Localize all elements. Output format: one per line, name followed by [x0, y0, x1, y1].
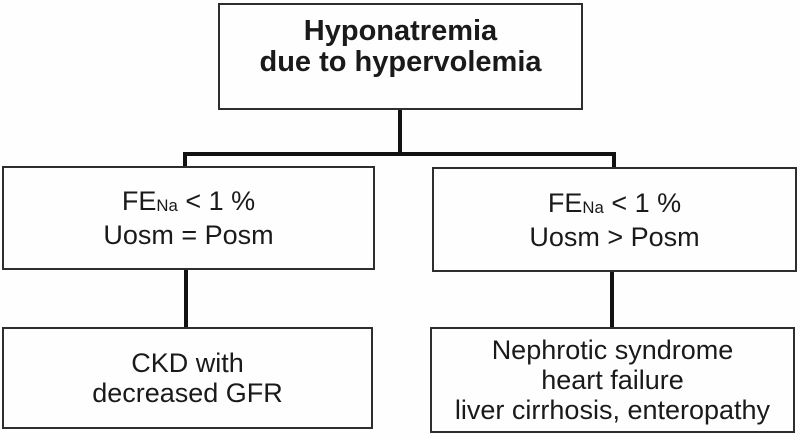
- fena-subscript: Na: [156, 196, 178, 215]
- root-node-hyponatremia: Hyponatremia due to hypervolemia: [218, 3, 583, 110]
- branch-left-fena-line: FENa < 1 %: [122, 186, 255, 220]
- outcome-left-line1: CKD with: [131, 348, 244, 378]
- connector-branch-horizontal: [183, 152, 616, 156]
- branch-left-osm-line: Uosm = Posm: [103, 220, 274, 250]
- root-node-line1: Hyponatremia: [303, 15, 498, 47]
- fena-prefix: FE: [121, 186, 157, 216]
- connector-left-branch-stub: [183, 152, 187, 169]
- connector-right-branch-stub: [612, 152, 616, 170]
- connector-root-vertical: [398, 110, 402, 156]
- root-node-line2: due to hypervolemia: [259, 46, 542, 78]
- branch-node-left: FENa < 1 % Uosm = Posm: [2, 166, 375, 270]
- outcome-left-line2: decreased GFR: [92, 378, 283, 408]
- fena-condition: < 1 %: [177, 186, 256, 216]
- outcome-right-line3: liver cirrhosis, enteropathy: [454, 395, 771, 425]
- branch-node-right: FENa < 1 % Uosm > Posm: [432, 167, 797, 272]
- outcome-node-nephrotic: Nephrotic syndrome heart failure liver c…: [430, 327, 795, 433]
- fena-subscript: Na: [582, 197, 604, 217]
- fena-prefix: FE: [547, 187, 583, 218]
- outcome-right-line1: Nephrotic syndrome: [491, 335, 734, 365]
- connector-right-outcome-vertical: [610, 272, 614, 328]
- outcome-node-ckd: CKD with decreased GFR: [2, 327, 373, 429]
- fena-condition: < 1 %: [603, 187, 682, 218]
- branch-right-fena-line: FENa < 1 %: [548, 188, 681, 222]
- outcome-right-line2: heart failure: [541, 365, 684, 395]
- connector-left-outcome-vertical: [184, 270, 188, 328]
- branch-right-osm-line: Uosm > Posm: [529, 221, 700, 252]
